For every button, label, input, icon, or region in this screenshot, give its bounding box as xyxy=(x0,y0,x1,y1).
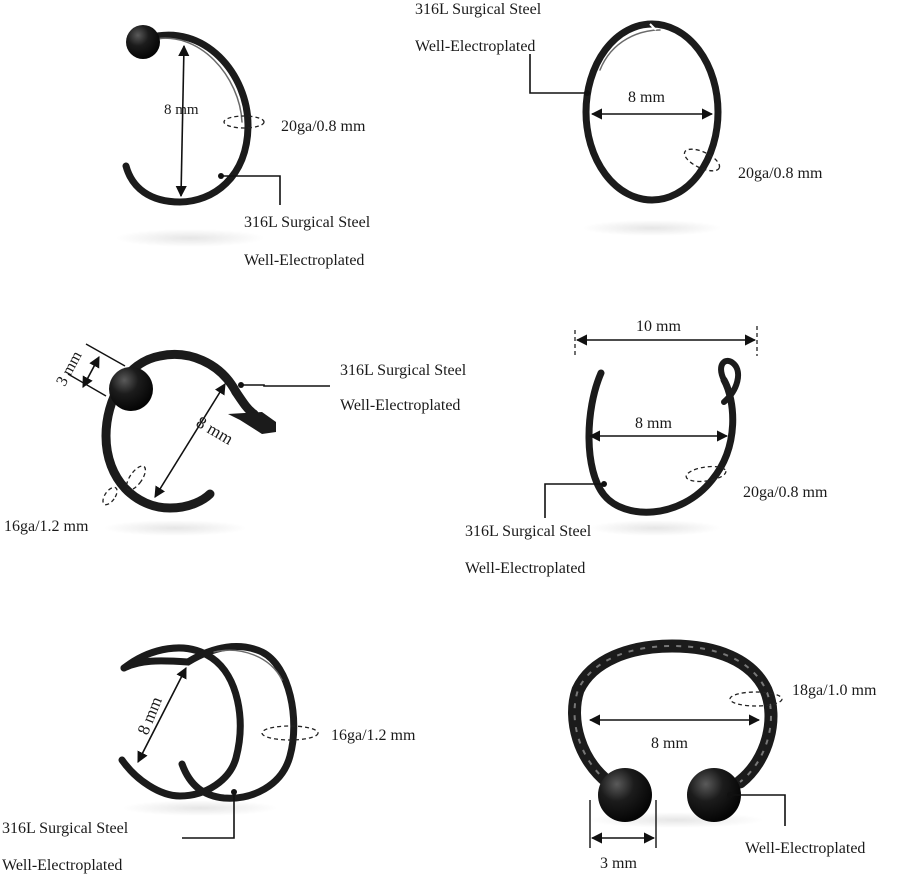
diameter-arrow xyxy=(137,667,187,763)
gauge-label: 16ga/1.2 mm xyxy=(4,518,89,535)
ball-size-label: 3 mm xyxy=(600,855,637,872)
diameter-label: 8 mm xyxy=(651,735,688,752)
ring-body xyxy=(122,31,252,206)
gauge-label: 20ga/0.8 mm xyxy=(738,165,823,182)
panel-loop-end-hoop: 10 mm 8 mm 20ga/0.8 mm 316L Surgical Ste… xyxy=(465,318,828,577)
ring-seam xyxy=(649,23,657,31)
ball-end-right xyxy=(687,768,741,822)
width-label: 10 mm xyxy=(636,318,681,335)
ring-body-front xyxy=(120,643,298,802)
diameter-label: 8 mm xyxy=(164,102,199,118)
ball-end-left xyxy=(598,768,652,822)
ball-end xyxy=(109,367,153,411)
diameter-arrow xyxy=(154,383,226,498)
finish-label: Well-Electroplated xyxy=(415,38,535,55)
finish-label: Well-Electroplated xyxy=(745,840,865,857)
diameter-label: 8 mm xyxy=(628,89,665,106)
panel-nose-hoop-flat-end: 8 mm 20ga/0.8 mm 316L Surgical Steel Wel… xyxy=(115,25,371,269)
finish-label: Well-Electroplated xyxy=(244,252,364,269)
bar-end xyxy=(228,412,276,434)
gauge-indicator xyxy=(729,691,783,707)
gauge-label: 18ga/1.0 mm xyxy=(792,682,877,699)
ring-shadow xyxy=(122,800,278,816)
gauge-indicator xyxy=(125,465,147,491)
loop-end xyxy=(718,357,742,405)
gauge-indicator xyxy=(685,465,727,483)
material-label: 316L Surgical Steel xyxy=(244,214,371,231)
gauge-label: 20ga/0.8 mm xyxy=(281,118,366,135)
material-label: 316L Surgical Steel xyxy=(2,820,129,837)
ball-size-label: 3 mm xyxy=(53,348,86,389)
gauge-indicator xyxy=(683,148,721,172)
ring-shadow xyxy=(115,229,265,247)
material-leader xyxy=(544,483,604,518)
gauge-indicator xyxy=(261,725,319,741)
finish-label: Well-Electroplated xyxy=(2,857,122,874)
material-label: 316L Surgical Steel xyxy=(340,362,467,379)
panel-ball-end-hoop: 8 mm 3 mm 16ga/1.2 mm 316L Surgical Stee… xyxy=(4,343,467,536)
material-leader xyxy=(241,384,330,387)
material-label: 316L Surgical Steel xyxy=(415,1,542,18)
diameter-label: 8 mm xyxy=(193,413,236,449)
material-leader xyxy=(221,175,281,205)
twisted-ring-body xyxy=(568,639,778,789)
gauge-label: 20ga/0.8 mm xyxy=(743,484,828,501)
flat-end-disc xyxy=(126,25,160,59)
material-leader xyxy=(529,54,587,94)
ring-body xyxy=(101,350,241,513)
ring-shadow xyxy=(582,220,722,236)
ring-body xyxy=(585,369,737,516)
ring-body xyxy=(582,20,722,204)
diameter-label: 8 mm xyxy=(635,415,672,432)
panel-seamless-hoop: 8 mm 20ga/0.8 mm 316L Surgical Steel Wel… xyxy=(415,1,823,236)
finish-label: Well-Electroplated xyxy=(465,560,585,577)
finish-leader xyxy=(730,794,786,826)
diameter-arrow xyxy=(175,44,190,198)
ring-body-back xyxy=(118,644,244,800)
panel-twisted-horseshoe: 8 mm 18ga/1.0 mm 3 mm Well-Electroplated xyxy=(568,639,877,872)
finish-label: Well-Electroplated xyxy=(340,397,460,414)
panel-double-hoop: 8 mm 16ga/1.2 mm 316L Surgical Steel Wel… xyxy=(2,643,416,874)
ring-shadow xyxy=(103,520,247,536)
ring-shadow xyxy=(589,520,721,536)
gauge-indicator xyxy=(223,115,265,129)
ball-size-arrow xyxy=(82,356,100,388)
material-label: 316L Surgical Steel xyxy=(465,523,592,540)
twist-highlights xyxy=(573,644,772,783)
gauge-label: 16ga/1.2 mm xyxy=(331,727,416,744)
material-leader xyxy=(182,792,235,839)
